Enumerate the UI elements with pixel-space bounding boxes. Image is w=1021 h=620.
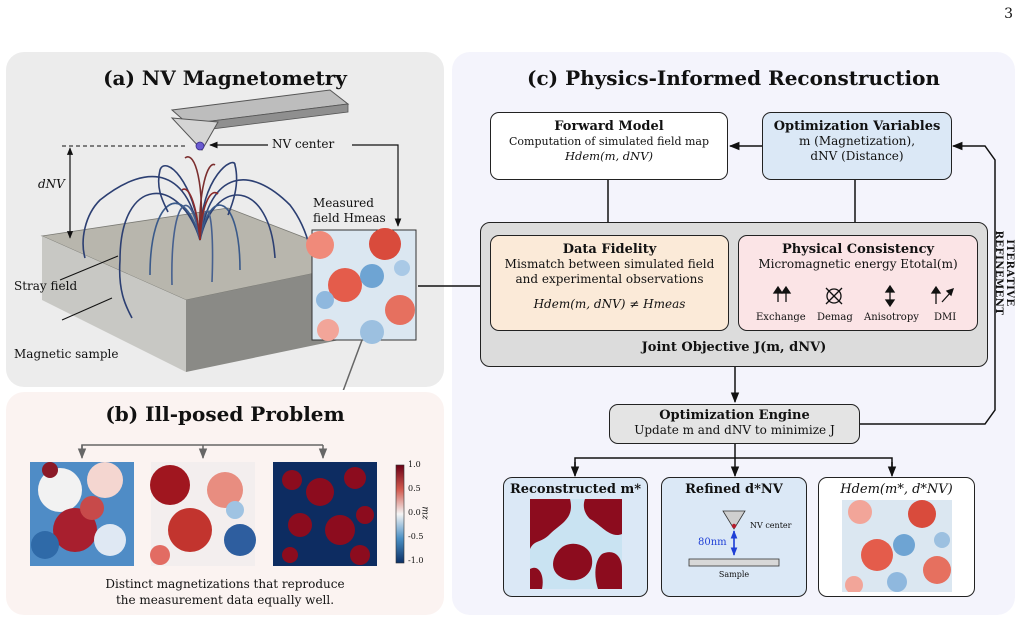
panel-b-illustration [30, 444, 405, 566]
optimization-variables-line1: m (Magnetization), [798, 134, 916, 148]
demag-icon [825, 287, 843, 305]
term-anisotropy: Anisotropy [864, 312, 919, 323]
optimization-engine-title: Optimization Engine [659, 408, 810, 423]
panel-b-title: (b) Ill-posed Problem [105, 402, 345, 426]
colorbar [395, 464, 405, 564]
magnetic-sample-label: Magnetic sample [14, 347, 119, 361]
data-fidelity-title: Data Fidelity [562, 242, 657, 257]
page-number: 3 [1004, 6, 1013, 22]
forward-model-line1: Computation of simulated field map [508, 135, 710, 148]
term-exchange: Exchange [756, 312, 806, 323]
data-fidelity-formula: Hdem(m, dNV) ≠ Hmeas [533, 297, 686, 311]
magnetization-map-1 [30, 462, 134, 566]
physical-consistency-line1: Micromagnetic energy Etotal(m) [758, 257, 958, 271]
measured-field-map [306, 228, 417, 344]
term-demag: Demag [817, 312, 853, 323]
iterative-refinement-label: ITERATIVE REFINEMENT [993, 230, 1015, 316]
optimization-variables-title: Optimization Variables [773, 119, 941, 134]
field-output-title: Hdem(m*, d*NV) [840, 482, 953, 497]
dmi-icon [930, 285, 955, 304]
stray-field-lines [82, 156, 311, 319]
colorbar-tick-5: -1.0 [408, 556, 424, 565]
refined-distance-label: 80nm [698, 537, 727, 548]
refined-sample-label: Sample [718, 570, 750, 579]
forward-model-line2: Hdem(m, dNV) [564, 149, 654, 163]
physical-consistency-box: Physical Consistency Micromagnetic energ… [738, 235, 978, 331]
reconstructed-title: Reconstructed m* [509, 482, 642, 497]
forward-model-title: Forward Model [554, 119, 664, 134]
nv-center-dot [195, 141, 205, 151]
data-fidelity-line2: and experimental observations [515, 272, 704, 286]
sample-bar [688, 558, 780, 567]
anisotropy-icon [884, 284, 896, 308]
optimization-engine-line1: Update m and dNV to minimize J [634, 423, 835, 437]
term-dmi: DMI [934, 312, 957, 323]
panel-a-title: (a) NV Magnetometry [103, 66, 347, 90]
stray-field-label: Stray field [14, 279, 78, 293]
tip-icon [722, 510, 746, 530]
panel-a-illustration [40, 89, 417, 390]
energy-term-icons [772, 284, 955, 308]
measured-field-label-1: Measured [313, 196, 374, 210]
panel-c-title: (c) Physics-Informed Reconstruction [527, 66, 940, 90]
magnetization-map-2 [150, 462, 256, 566]
optimization-variables-line2: dNV (Distance) [810, 149, 904, 163]
colorbar-tick-1: 1.0 [408, 460, 421, 469]
colorbar-tick-3: 0.0 [408, 508, 421, 517]
reconstructed-domain-map [530, 499, 622, 589]
panel-b-caption-2: the measurement data equally well. [115, 593, 335, 607]
joint-objective-label: Joint Objective J(m, dNV) [641, 340, 827, 355]
colorbar-tick-4: -0.5 [408, 532, 424, 541]
physical-consistency-title: Physical Consistency [781, 242, 935, 257]
panel-b-caption-1: Distinct magnetizations that reproduce [105, 577, 345, 591]
colorbar-tick-2: 0.5 [408, 484, 421, 493]
refined-title: Refined d*NV [685, 482, 783, 497]
exchange-icon [772, 285, 792, 302]
sample-left-face [42, 236, 186, 372]
nv-tip [170, 117, 219, 151]
optimization-engine-box: Optimization Engine Update m and dNV to … [609, 404, 860, 444]
d-nv-label: dNV [38, 177, 65, 191]
field-output-map [842, 500, 952, 592]
optimization-variables-box: Optimization Variables m (Magnetization)… [762, 112, 952, 180]
measured-field-label-2: field Hmeas [313, 211, 386, 225]
refined-nv-center-label: NV center [750, 521, 792, 530]
data-fidelity-box: Data Fidelity Mismatch between simulated… [490, 235, 729, 331]
forward-model-box: Forward Model Computation of simulated f… [490, 112, 728, 180]
data-fidelity-line1: Mismatch between simulated field [504, 257, 715, 271]
refined-distance-diagram [688, 510, 780, 567]
magnetization-map-3 [273, 462, 377, 566]
nv-center-label: NV center [272, 137, 335, 151]
